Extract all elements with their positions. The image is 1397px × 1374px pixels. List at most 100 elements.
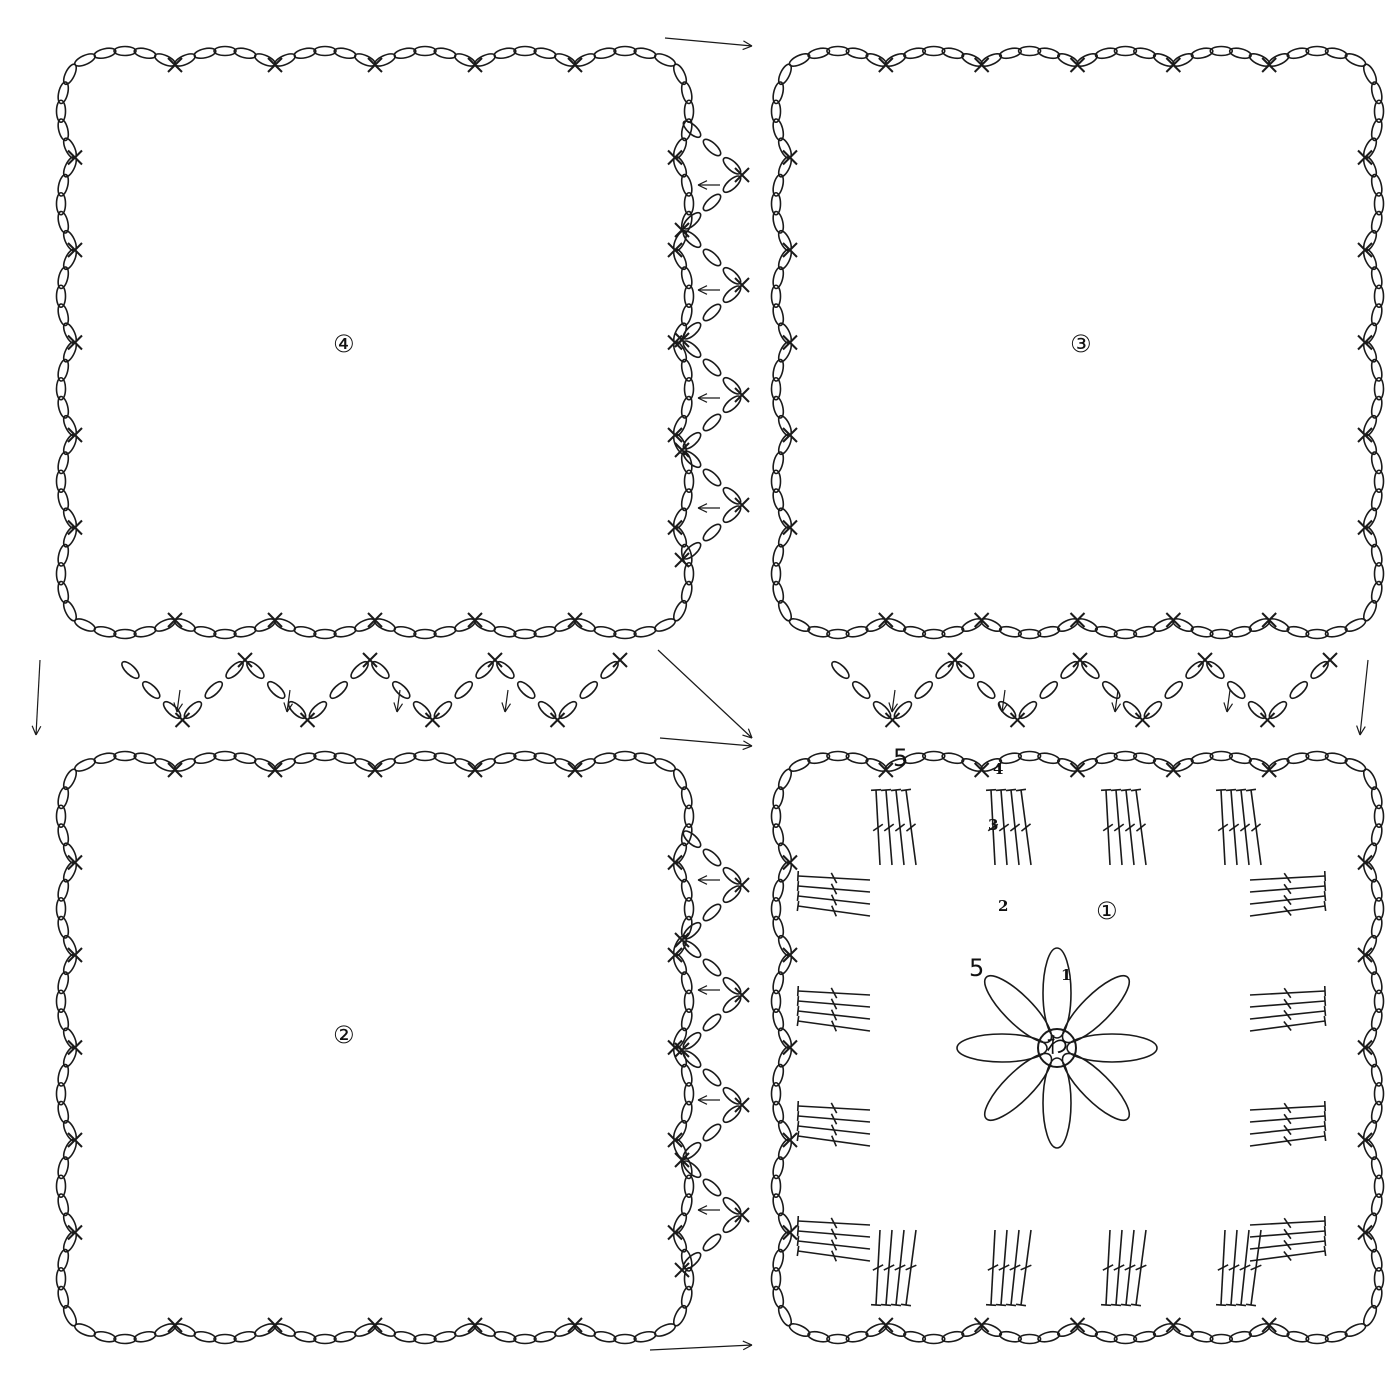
chain-stitch-icon (193, 46, 216, 60)
chain-stitch-icon (633, 1330, 656, 1344)
single-crochet-icon (1166, 58, 1180, 72)
single-crochet-icon (168, 1318, 182, 1332)
chain-stitch-icon (493, 751, 516, 765)
chain-stitch-layer (56, 46, 1383, 1343)
chain-stitch-icon (1344, 51, 1368, 68)
chain-stitch-icon (119, 659, 141, 681)
single-crochet-icon (1358, 1226, 1372, 1240)
join-arrow-icon (698, 876, 720, 885)
chain-stitch-icon (999, 46, 1022, 60)
chain-stitch-icon (1325, 751, 1348, 765)
chain-stitch-icon (133, 751, 156, 765)
double-crochet-icon (871, 790, 883, 865)
single-crochet-icon (68, 243, 82, 257)
single-crochet-icon (783, 521, 797, 535)
chain-stitch-icon (533, 46, 556, 60)
chain-stitch-icon (390, 679, 412, 701)
chain-stitch-icon (1037, 1330, 1060, 1344)
chain-stitch-icon (845, 625, 868, 639)
chain-stitch-icon (845, 1330, 868, 1344)
chain-stitch-icon (776, 1304, 794, 1328)
chain-stitch-icon (493, 46, 516, 60)
chain-stitch-icon (393, 46, 416, 60)
single-crochet-icon (783, 1226, 797, 1240)
chain-stitch-icon (671, 599, 689, 623)
double-crochet-icon (1101, 1230, 1113, 1305)
chain-stitch-icon (314, 630, 336, 639)
chain-stitch-icon (807, 625, 830, 639)
double-crochet-icon (798, 881, 870, 894)
double-crochet-icon (1250, 891, 1326, 905)
single-crochet-icon (879, 613, 893, 627)
chain-stitch-icon (941, 751, 964, 765)
chain-stitch-icon (293, 46, 316, 60)
single-crochet-icon (1262, 763, 1276, 777)
single-crochet-icon (1358, 336, 1372, 350)
chain-stitch-icon (514, 1335, 536, 1344)
single-crochet-icon (551, 713, 565, 727)
double-crochet-icon (996, 1230, 1009, 1305)
double-crochet-icon (1216, 1230, 1228, 1305)
single-crochet-icon (368, 613, 382, 627)
chain-stitch-icon (1325, 46, 1348, 60)
chain-stitch-icon (941, 46, 964, 60)
double-crochet-icon (798, 1216, 870, 1228)
chain-stitch-icon (114, 630, 136, 639)
chain-stitch-icon (193, 751, 216, 765)
single-crochet-icon (668, 948, 682, 962)
round-label-1: 1 (1061, 968, 1071, 983)
motif-label-4: ④ (333, 332, 355, 356)
chain-stitch-icon (1095, 1330, 1118, 1344)
single-crochet-icon (879, 58, 893, 72)
chain-stitch-icon (999, 625, 1022, 639)
chain-stitch-icon (1344, 756, 1368, 773)
single-crochet-icon (238, 653, 252, 667)
round-label-5-outer: 5 (893, 746, 908, 770)
chain-stitch-icon (701, 1177, 723, 1199)
single-crochet-icon (68, 428, 82, 442)
chain-stitch-icon (433, 625, 456, 639)
chain-stitch-icon (414, 47, 436, 56)
chain-stitch-icon (314, 1335, 336, 1344)
double-crochet-icon (871, 1230, 883, 1305)
chain-stitch-icon (829, 659, 851, 681)
chain-stitch-icon (807, 1330, 830, 1344)
double-crochet-icon (1250, 1236, 1326, 1250)
single-crochet-icon (668, 1133, 682, 1147)
single-crochet-icon (668, 1226, 682, 1240)
magic-ring-label: わ (1046, 1036, 1068, 1058)
join-arrow-icon (32, 660, 41, 735)
double-crochet-icon (1226, 1230, 1239, 1305)
double-crochet-icon (881, 790, 894, 865)
single-crochet-icon (268, 58, 282, 72)
chain-stitch-icon (807, 46, 830, 60)
double-crochet-icon (798, 996, 870, 1009)
single-crochet-icon (368, 1318, 382, 1332)
join-arrow-icon (502, 690, 511, 712)
chain-stitch-icon (114, 752, 136, 761)
single-crochet-icon (1358, 521, 1372, 535)
double-crochet-icon (797, 1121, 870, 1135)
single-crochet-icon (168, 763, 182, 777)
join-arrow-icon (698, 394, 720, 403)
chain-stitch-icon (701, 192, 723, 214)
motif-label-1: ① (1096, 899, 1118, 923)
chain-stitch-icon (414, 630, 436, 639)
round-label-2: 2 (998, 899, 1008, 914)
chain-stitch-icon (633, 46, 656, 60)
join-arrow-icon (698, 986, 720, 995)
chain-stitch-icon (314, 752, 336, 761)
chain-stitch-icon (214, 1335, 236, 1344)
chain-stitch-icon (1229, 1330, 1252, 1344)
single-crochet-icon (783, 336, 797, 350)
single-crochet-icon (668, 151, 682, 165)
chain-stitch-icon (845, 46, 868, 60)
chain-stitch-icon (701, 1232, 723, 1254)
join-arrow-layer (32, 38, 1368, 1350)
chain-stitch-icon (328, 679, 350, 701)
single-crochet-icon (168, 613, 182, 627)
chain-stitch-icon (701, 137, 723, 159)
chain-stitch-icon (1325, 1330, 1348, 1344)
single-crochet-icon (735, 1208, 749, 1222)
single-crochet-icon (1071, 1318, 1085, 1332)
